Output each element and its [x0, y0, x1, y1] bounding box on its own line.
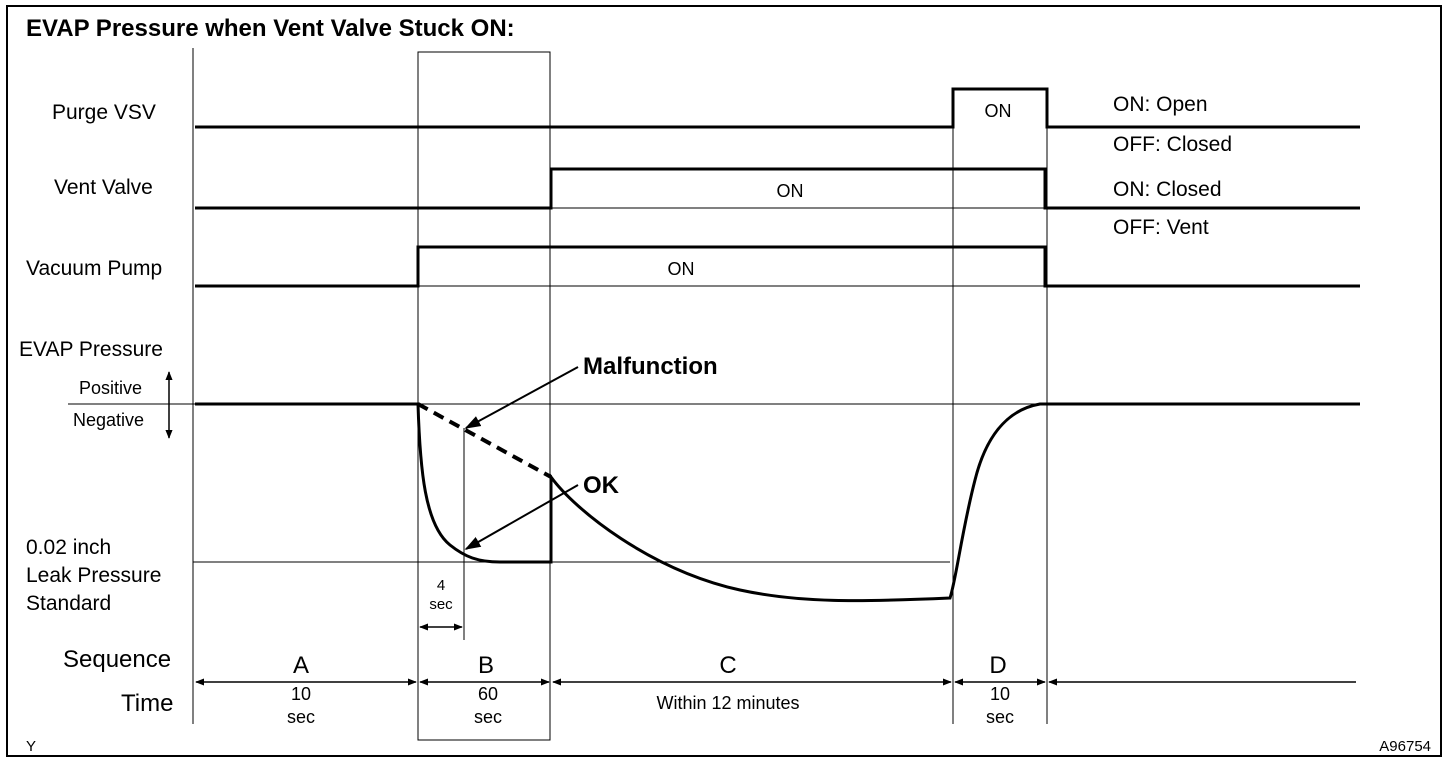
evap-pressure-label: EVAP Pressure: [19, 338, 163, 361]
leak-standard-line-1: 0.02 inch: [26, 536, 111, 559]
sequence-b: B: [478, 652, 494, 679]
ok-arrow: [464, 484, 579, 550]
legend-vent-on: ON: Closed: [1113, 178, 1222, 201]
purge-vsv-signal: [195, 87, 1360, 129]
legend-purge-on: ON: Open: [1113, 93, 1208, 116]
time-label: Time: [121, 690, 173, 717]
sequence-c: C: [719, 652, 736, 679]
phase-b-box: [417, 51, 551, 741]
four-sec-unit: sec: [429, 596, 453, 613]
outer-frame: [6, 5, 1442, 757]
baselines: [68, 207, 1360, 563]
positive-label: Positive: [79, 378, 142, 398]
diagram-title: EVAP Pressure when Vent Valve Stuck ON:: [26, 15, 515, 42]
leak-standard-line-3: Standard: [26, 592, 111, 615]
purge-vsv-label: Purge VSV: [52, 101, 156, 124]
four-sec-value: 4: [437, 577, 445, 594]
leak-standard-line-2: Leak Pressure: [26, 564, 161, 587]
sequence-label: Sequence: [63, 646, 171, 673]
legend-vent-off: OFF: Vent: [1113, 216, 1209, 239]
guide-lines: [192, 48, 1048, 741]
vent-valve-signal: [195, 167, 1360, 210]
time-a-value: 10: [291, 684, 311, 704]
vent-on-state: ON: [777, 181, 804, 201]
malfunction-curve: [417, 402, 552, 479]
evap-pressure-curve: [195, 402, 1360, 603]
pump-on-state: ON: [668, 259, 695, 279]
sequence-d: D: [989, 652, 1006, 679]
negative-label: Negative: [73, 410, 144, 430]
time-d-unit: sec: [986, 707, 1014, 727]
malfunction-label: Malfunction: [583, 353, 718, 380]
corner-mark-y: Y: [26, 738, 36, 755]
sequence-a: A: [293, 652, 309, 679]
figure-code: A96754: [1379, 738, 1431, 755]
vent-valve-label: Vent Valve: [54, 176, 153, 199]
malfunction-arrow: [464, 366, 579, 429]
legend-purge-off: OFF: Closed: [1113, 133, 1232, 156]
purge-on-state: ON: [985, 101, 1012, 121]
time-a-unit: sec: [287, 707, 315, 727]
ok-label: OK: [583, 472, 620, 499]
vacuum-pump-signal: [195, 245, 1360, 288]
vacuum-pump-label: Vacuum Pump: [26, 257, 162, 280]
time-d-value: 10: [990, 684, 1010, 704]
time-c-value: Within 12 minutes: [656, 693, 799, 713]
time-b-value: 60: [478, 684, 498, 704]
time-b-unit: sec: [474, 707, 502, 727]
